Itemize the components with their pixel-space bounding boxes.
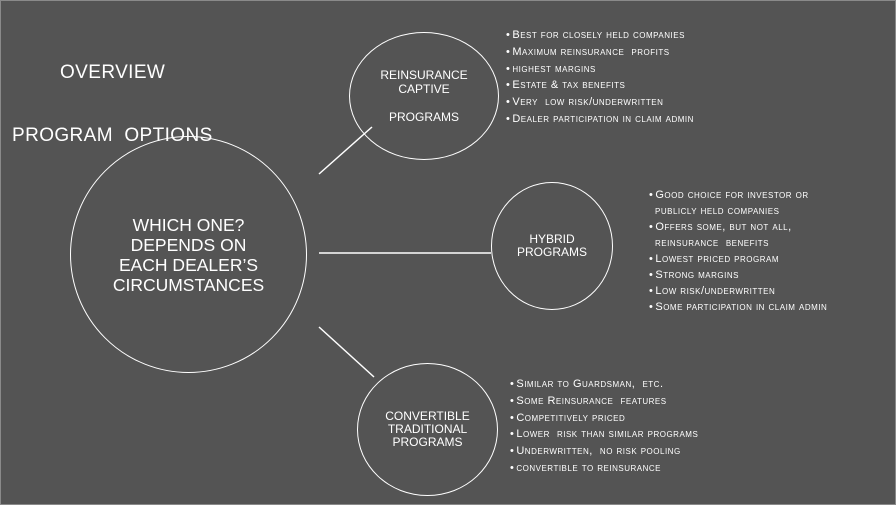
bullet-item: Some participation in claim admin [649,299,827,315]
bullet-item: Underwritten, no risk pooling [510,443,698,460]
bullet-item: Maximum reinsurance profits [506,44,694,61]
center-circle: WHICH ONE? DEPENDS ON EACH DEALER’S CIRC… [70,136,307,373]
bullet-item: Good choice for investor or [649,187,827,203]
convertible-traditional-label: CONVERTIBLE TRADITIONAL PROGRAMS [385,409,470,449]
bullet-item: Low risk/underwritten [649,283,827,299]
title-line-1: OVERVIEW [60,62,166,83]
bullet-item: Offers some, but not all, [649,219,827,235]
reinsurance-bullet-list: Best for closely held companies Maximum … [506,27,694,128]
bullet-item: Lowest priced program [649,251,827,267]
bullet-item: Best for closely held companies [506,27,694,44]
convertible-traditional-circle: CONVERTIBLE TRADITIONAL PROGRAMS [357,363,498,496]
reinsurance-captive-label: REINSURANCE CAPTIVE PROGRAMS [380,68,468,124]
connector-to-convertible [318,326,375,378]
bullet-item-continued: reinsurance benefits [655,237,769,249]
reinsurance-captive-circle: REINSURANCE CAPTIVE PROGRAMS [349,32,499,160]
connector-to-reinsurance [318,126,373,175]
bullet-item-continued: publicly held companies [655,205,780,217]
bullet-item: convertible to reinsurance [510,460,698,477]
center-label: WHICH ONE? DEPENDS ON EACH DEALER’S CIRC… [112,214,265,295]
bullet-item: Strong margins [649,267,827,283]
bullet-item: Dealer participation in claim admin [506,111,694,128]
bullet-item: Lower risk than similar programs [510,426,698,443]
bullet-item: Estate & tax benefits [506,77,694,94]
bullet-item: Very low risk/underwritten [506,94,694,111]
hybrid-circle: HYBRID PROGRAMS [491,182,613,310]
bullet-item: Competitively priced [510,410,698,427]
bullet-item: Similar to Guardsman, etc. [510,376,698,393]
hybrid-bullet-list: Good choice for investor or publicly hel… [649,187,827,315]
hybrid-label: HYBRID PROGRAMS [516,232,587,259]
bullet-item: highest margins [506,61,694,78]
convertible-bullet-list: Similar to Guardsman, etc. Some Reinsura… [510,376,698,477]
bullet-item: Some Reinsurance features [510,393,698,410]
